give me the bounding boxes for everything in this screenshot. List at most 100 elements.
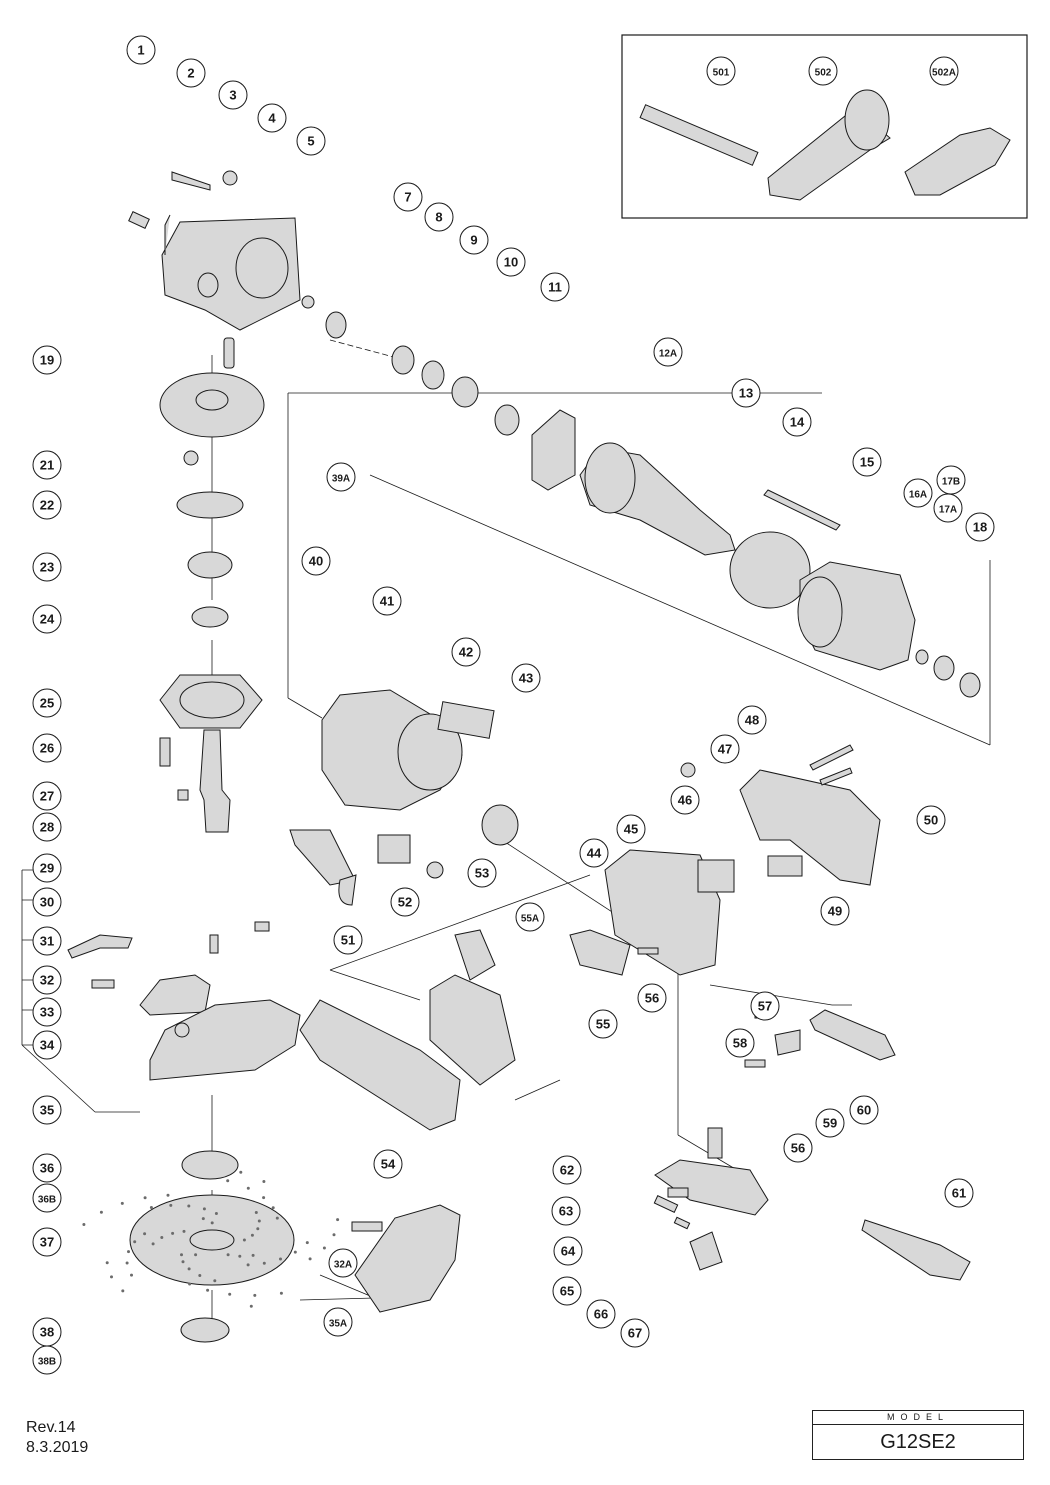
- callout-label: 28: [40, 820, 54, 835]
- callout-label: 61: [952, 1186, 966, 1201]
- wheel-hole: [226, 1253, 230, 1257]
- wheel-hole: [169, 1203, 173, 1207]
- callout-19: 19: [32, 345, 62, 375]
- callout-label: 49: [828, 904, 842, 919]
- callout-circle: [553, 1236, 583, 1266]
- callout-label: 47: [718, 742, 732, 757]
- callout-circle: [459, 225, 489, 255]
- leader-line: [287, 697, 323, 719]
- callout-label: 44: [587, 846, 602, 861]
- washer-7: [391, 345, 415, 375]
- wheel-hole: [254, 1211, 258, 1214]
- wheel-hole: [149, 1206, 153, 1209]
- wheel-hole: [257, 1219, 261, 1223]
- callout-label: 51: [341, 933, 355, 948]
- callout-circle: [326, 462, 356, 492]
- callout-49: 49: [820, 896, 850, 926]
- clamp-band-33: [139, 974, 211, 1016]
- wheel-hole: [238, 1254, 242, 1258]
- wheel-hole: [226, 1179, 230, 1183]
- callout-label: 67: [628, 1326, 642, 1341]
- callout-label: 45: [624, 822, 638, 837]
- callout-58: 58: [725, 1028, 755, 1058]
- callout-55: 55: [588, 1009, 618, 1039]
- revision-info: Rev.14 8.3.2019: [26, 1418, 88, 1458]
- callout-label: 4: [268, 111, 276, 126]
- callout-label: 41: [380, 594, 394, 609]
- stator-bore: [797, 576, 843, 648]
- screw-1: [128, 211, 150, 229]
- callout-circle: [323, 1307, 353, 1337]
- wheel-hole: [271, 1206, 275, 1210]
- callout-46: 46: [670, 785, 700, 815]
- callout-label: 62: [560, 1163, 574, 1178]
- callout-label: 11: [548, 280, 562, 295]
- callout-label: 24: [40, 612, 55, 627]
- wheel-hole: [213, 1279, 217, 1283]
- callout-circle: [32, 781, 62, 811]
- callout-label: 501: [713, 68, 730, 79]
- wheel-hole: [275, 1216, 279, 1220]
- callout-67: 67: [620, 1318, 650, 1348]
- callout-label: 21: [40, 458, 54, 473]
- callout-63: 63: [551, 1196, 581, 1226]
- callout-label: 33: [40, 1005, 54, 1020]
- callout-label: 37: [40, 1235, 54, 1250]
- wheel-hole: [305, 1241, 309, 1245]
- callout-label: 53: [475, 866, 489, 881]
- side-handle-guard-502: [844, 89, 890, 151]
- callout-40: 40: [301, 546, 331, 576]
- callout-label: 25: [40, 696, 54, 711]
- callout-label: 502: [815, 68, 832, 79]
- wheel-hole: [201, 1217, 205, 1221]
- gear-housing-bore: [235, 237, 289, 299]
- callout-29: 29: [32, 853, 62, 883]
- callout-54: 54: [373, 1149, 403, 1179]
- callout-label: 32A: [334, 1260, 352, 1271]
- callout-30: 30: [32, 887, 62, 917]
- callout-circle: [731, 378, 761, 408]
- bearing-17a: [933, 655, 955, 681]
- wheel-hole: [125, 1261, 129, 1265]
- callout-circle: [32, 887, 62, 917]
- wheel-hole: [188, 1282, 192, 1286]
- wheel-hole: [171, 1231, 175, 1235]
- callout-label: 35A: [329, 1319, 347, 1330]
- callout-11: 11: [540, 272, 570, 302]
- callout-circle: [32, 997, 62, 1027]
- callout-label: 65: [560, 1284, 574, 1299]
- callout-circle: [32, 1345, 62, 1375]
- callout-circle: [32, 1227, 62, 1257]
- callout-label: 32: [40, 973, 54, 988]
- washer-8: [421, 360, 445, 390]
- callout-33: 33: [32, 997, 62, 1027]
- spring-53: [426, 861, 444, 879]
- callout-label: 27: [40, 789, 54, 804]
- callout-53: 53: [467, 858, 497, 888]
- callout-label: 14: [790, 415, 805, 430]
- callout-circle: [424, 202, 454, 232]
- wheel-hole: [181, 1260, 185, 1264]
- callout-circle: [333, 925, 363, 955]
- callout-circle: [750, 991, 780, 1021]
- wheel-hole: [127, 1250, 130, 1254]
- callout-label: 63: [559, 1204, 573, 1219]
- callout-label: 34: [40, 1038, 55, 1053]
- callout-circle: [929, 56, 959, 86]
- callout-circle: [32, 345, 62, 375]
- callout-35: 35: [32, 1095, 62, 1125]
- wheel-hole: [249, 1304, 253, 1308]
- wheel-hole: [262, 1261, 266, 1265]
- callout-57: 57: [750, 991, 780, 1021]
- callout-28: 28: [32, 812, 62, 842]
- callout-circle: [588, 1009, 618, 1039]
- callout-label: 19: [40, 353, 54, 368]
- callout-label: 17A: [939, 505, 957, 516]
- callout-26: 26: [32, 733, 62, 763]
- callout-circle: [32, 604, 62, 634]
- screw-56: [637, 947, 659, 955]
- callout-label: 31: [40, 934, 54, 949]
- callout-circle: [32, 926, 62, 956]
